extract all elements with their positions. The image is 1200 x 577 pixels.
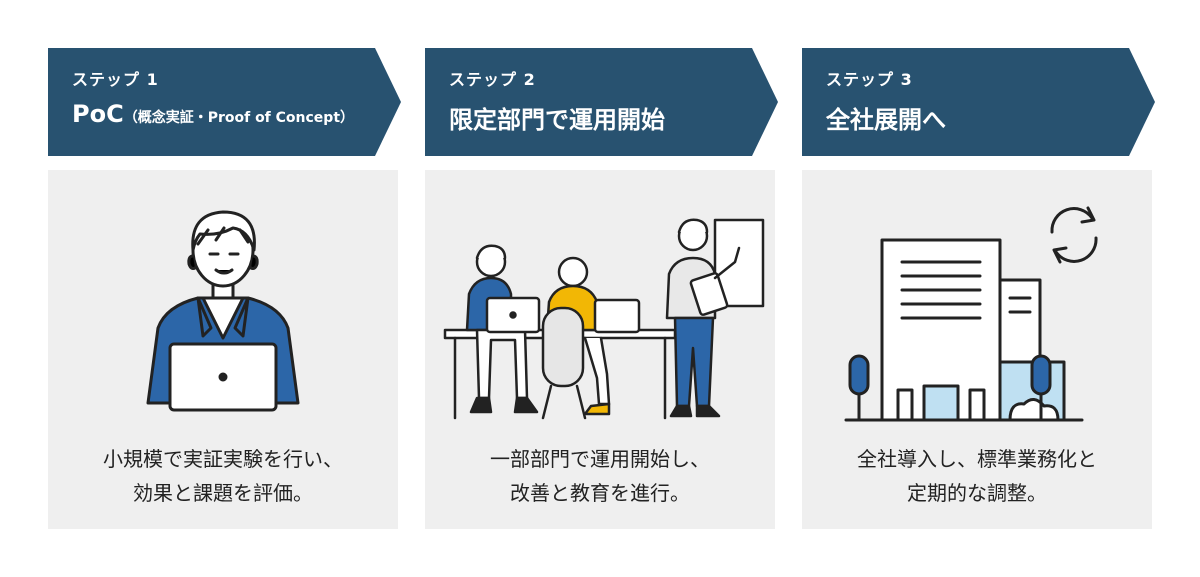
- step-1-description-line-1: 小規模で実証実験を行い、: [103, 447, 343, 471]
- step-2-description: 一部部門で運用開始し、 改善と教育を進行。: [425, 442, 775, 510]
- step-1-description-line-2: 効果と課題を評価。: [133, 481, 313, 505]
- step-2-panel: 一部部門で運用開始し、 改善と教育を進行。: [425, 170, 775, 529]
- step-3-title: 全社展開へ: [826, 106, 946, 134]
- step-3-description-line-1: 全社導入し、標準業務化と: [857, 447, 1097, 471]
- step-2: ステップ 2 限定部門で運用開始: [425, 48, 778, 529]
- step-2-description-line-2: 改善と教育を進行。: [510, 481, 690, 505]
- step-2-header: ステップ 2 限定部門で運用開始: [425, 48, 778, 156]
- team-working-icon: [443, 218, 765, 420]
- building-refresh-icon: [844, 206, 1098, 422]
- step-3-panel: 全社導入し、標準業務化と 定期的な調整。: [802, 170, 1152, 529]
- step-1-subtitle: （概念実証・Proof of Concept）: [123, 110, 355, 126]
- step-1-title-main: PoC: [72, 100, 124, 128]
- step-1-panel: 小規模で実証実験を行い、 効果と課題を評価。: [48, 170, 398, 529]
- step-2-description-line-1: 一部部門で運用開始し、: [490, 447, 710, 471]
- step-3-label: ステップ 3: [826, 70, 913, 89]
- step-3-header: ステップ 3 全社展開へ: [802, 48, 1155, 156]
- step-1-description: 小規模で実証実験を行い、 効果と課題を評価。: [48, 442, 398, 510]
- step-1-header: ステップ 1 PoC（概念実証・Proof of Concept）: [48, 48, 401, 156]
- step-3: ステップ 3 全社展開へ: [802, 48, 1155, 529]
- step-1: ステップ 1 PoC（概念実証・Proof of Concept）: [48, 48, 401, 529]
- step-3-description-line-2: 定期的な調整。: [907, 481, 1047, 505]
- step-2-label: ステップ 2: [449, 70, 536, 89]
- step-2-title: 限定部門で運用開始: [449, 106, 665, 134]
- step-1-title: PoC（概念実証・Proof of Concept）: [72, 100, 354, 128]
- step-3-description: 全社導入し、標準業務化と 定期的な調整。: [802, 442, 1152, 510]
- person-with-laptop-icon: [146, 210, 300, 412]
- step-1-label: ステップ 1: [72, 70, 159, 89]
